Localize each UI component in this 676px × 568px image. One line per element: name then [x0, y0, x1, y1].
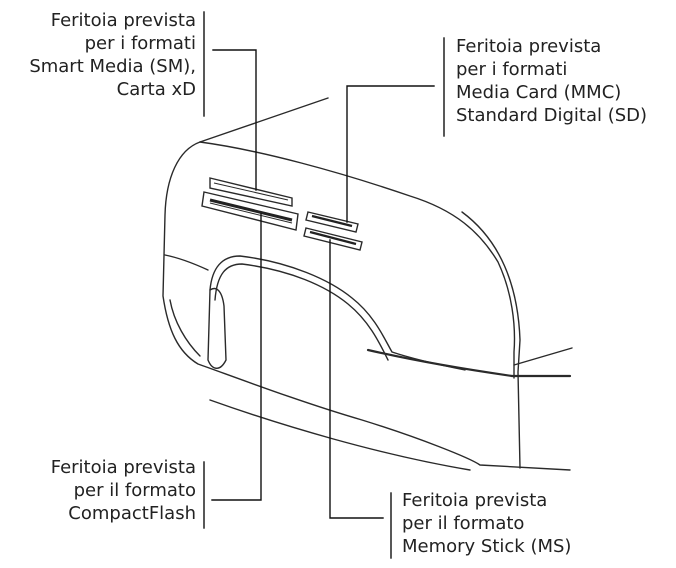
device-side-contour	[461, 211, 521, 469]
front-recess-outline	[209, 255, 466, 371]
callout-mmc-sd: Feritoia prevista per i formati Media Ca…	[456, 35, 647, 127]
callout-sm-xd-line: Carta xD	[116, 79, 196, 100]
device-seam-line	[164, 254, 209, 271]
callout-sm-xd-line: Smart Media (SM),	[29, 56, 196, 77]
mmc-sd-slot	[305, 211, 359, 233]
callout-sm-xd: Feritoia prevista per i formati Smart Me…	[0, 9, 196, 101]
callout-mmc-sd-line: per i formati	[456, 59, 568, 80]
device-body-outline	[162, 141, 571, 471]
device-back-line	[199, 97, 329, 143]
callout-memory-stick-line: per il formato	[402, 513, 525, 534]
leader-line-mmc-sd-pointer	[346, 85, 435, 223]
device-top-edge	[199, 141, 516, 379]
callout-compactflash-line: CompactFlash	[68, 503, 196, 524]
callout-compactflash-line: Feritoia prevista	[50, 457, 196, 478]
callout-sm-xd-line: Feritoia prevista	[50, 10, 196, 31]
leader-line-compactflash-pointer	[211, 213, 262, 501]
device-bottom-edge	[209, 399, 471, 471]
leader-line-sm-xd-pointer	[212, 49, 257, 191]
memory-stick-slot	[303, 227, 363, 251]
device-left-lower	[169, 299, 201, 357]
compactflash-slot	[201, 191, 299, 231]
callout-mmc-sd-line: Media Card (MMC)	[456, 82, 622, 103]
device-right-edge	[513, 347, 573, 366]
callout-memory-stick: Feritoia prevista per il formato Memory …	[402, 489, 571, 558]
sm-xd-slot	[209, 177, 293, 207]
callout-memory-stick-line: Memory Stick (MS)	[402, 536, 572, 557]
front-recess-inner	[214, 263, 389, 361]
leader-line-memory-stick-pointer	[329, 239, 384, 519]
callout-mmc-sd-line: Feritoia prevista	[456, 36, 602, 57]
callout-sm-xd-line: per i formati	[84, 33, 196, 54]
callout-memory-stick-line: Feritoia prevista	[402, 490, 548, 511]
front-recess-lower	[207, 287, 227, 369]
callout-mmc-sd-line: Standard Digital (SD)	[456, 105, 648, 126]
callout-compactflash-line: per il formato	[73, 480, 196, 501]
callout-compactflash: Feritoia prevista per il formato Compact…	[0, 456, 196, 525]
